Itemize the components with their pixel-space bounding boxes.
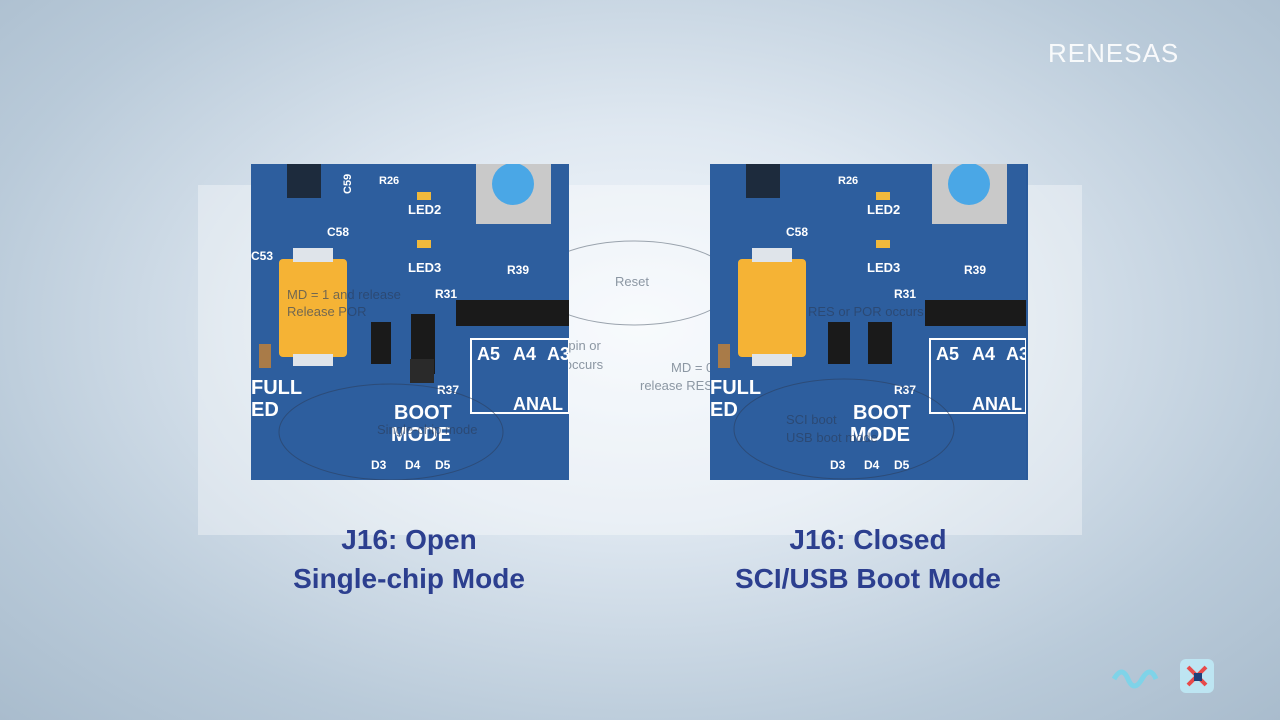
svg-text:D3: D3 [371,458,387,472]
right-top-overlay: RES or POR occurs [808,304,924,319]
svg-text:C59: C59 [342,174,354,194]
caption-left-subtitle: Single-chip Mode [293,563,525,594]
svg-text:R39: R39 [507,263,529,277]
svg-text:C53: C53 [251,249,273,263]
right-mode-overlay-2: USB boot mode [786,430,878,445]
svg-text:C58: C58 [327,225,349,239]
boot-mode-line1: BOOT [394,402,452,424]
svg-text:C58: C58 [786,225,808,239]
svg-text:ED: ED [710,399,738,421]
svg-text:R26: R26 [838,175,858,187]
caption-right: J16: Closed SCI/USB Boot Mode [638,520,1098,598]
mid-lower-line-2: release RES [640,378,713,393]
svg-text:MODE: MODE [850,424,910,446]
caption-left: J16: Open Single-chip Mode [179,520,639,598]
svg-text:D5: D5 [894,458,910,472]
boot-mode-line2: MODE [391,424,451,446]
svg-text:R31: R31 [894,287,916,301]
svg-text:D3: D3 [830,458,846,472]
svg-text:BOOT: BOOT [853,402,911,424]
board-photo-j16-open: C59 R26 LED2 C58 C53 LED3 R39 R31 R37 A5… [251,164,569,480]
svg-text:A5: A5 [477,344,500,364]
ed-label: ED [251,399,279,421]
svg-text:D4: D4 [864,458,880,472]
svg-text:D4: D4 [405,458,421,472]
renesas-logo: RENESAS [1048,38,1208,68]
caption-right-title: J16: Closed [789,524,947,555]
svg-text:R37: R37 [894,383,916,397]
caption-left-title: J16: Open [341,524,477,555]
svg-text:LED3: LED3 [408,260,441,275]
svg-text:A4: A4 [972,344,995,364]
svg-text:R39: R39 [964,263,986,277]
right-mode-overlay-1: SCI boot [786,412,837,427]
full-label: FULL [251,377,302,399]
svg-text:LED3: LED3 [867,260,900,275]
left-overlay-line-2: Release POR [287,304,366,319]
reset-label: Reset [615,274,649,289]
left-overlay-line-1: MD = 1 and release [287,287,401,302]
svg-text:A3: A3 [547,344,569,364]
svg-text:D5: D5 [435,458,451,472]
channel-watermark-icon [1111,659,1214,693]
svg-text:A5: A5 [936,344,959,364]
brand-name: RENESAS [1048,38,1180,68]
svg-text:ANAL: ANAL [513,394,563,414]
svg-text:FULL: FULL [710,377,761,399]
svg-text:LED2: LED2 [408,202,441,217]
svg-text:ANAL: ANAL [972,394,1022,414]
svg-text:A4: A4 [513,344,536,364]
svg-text:LED2: LED2 [867,202,900,217]
caption-right-subtitle: SCI/USB Boot Mode [735,563,1001,594]
svg-text:R31: R31 [435,287,457,301]
svg-text:R37: R37 [437,383,459,397]
board-photo-j16-closed: R26 LED2 C58 LED3 R39 R31 R37 A5 A4 A3 A… [710,164,1028,480]
left-mode-overlay: Single-chip mode [377,422,477,437]
svg-text:A3: A3 [1006,344,1026,364]
svg-text:R26: R26 [379,175,399,187]
